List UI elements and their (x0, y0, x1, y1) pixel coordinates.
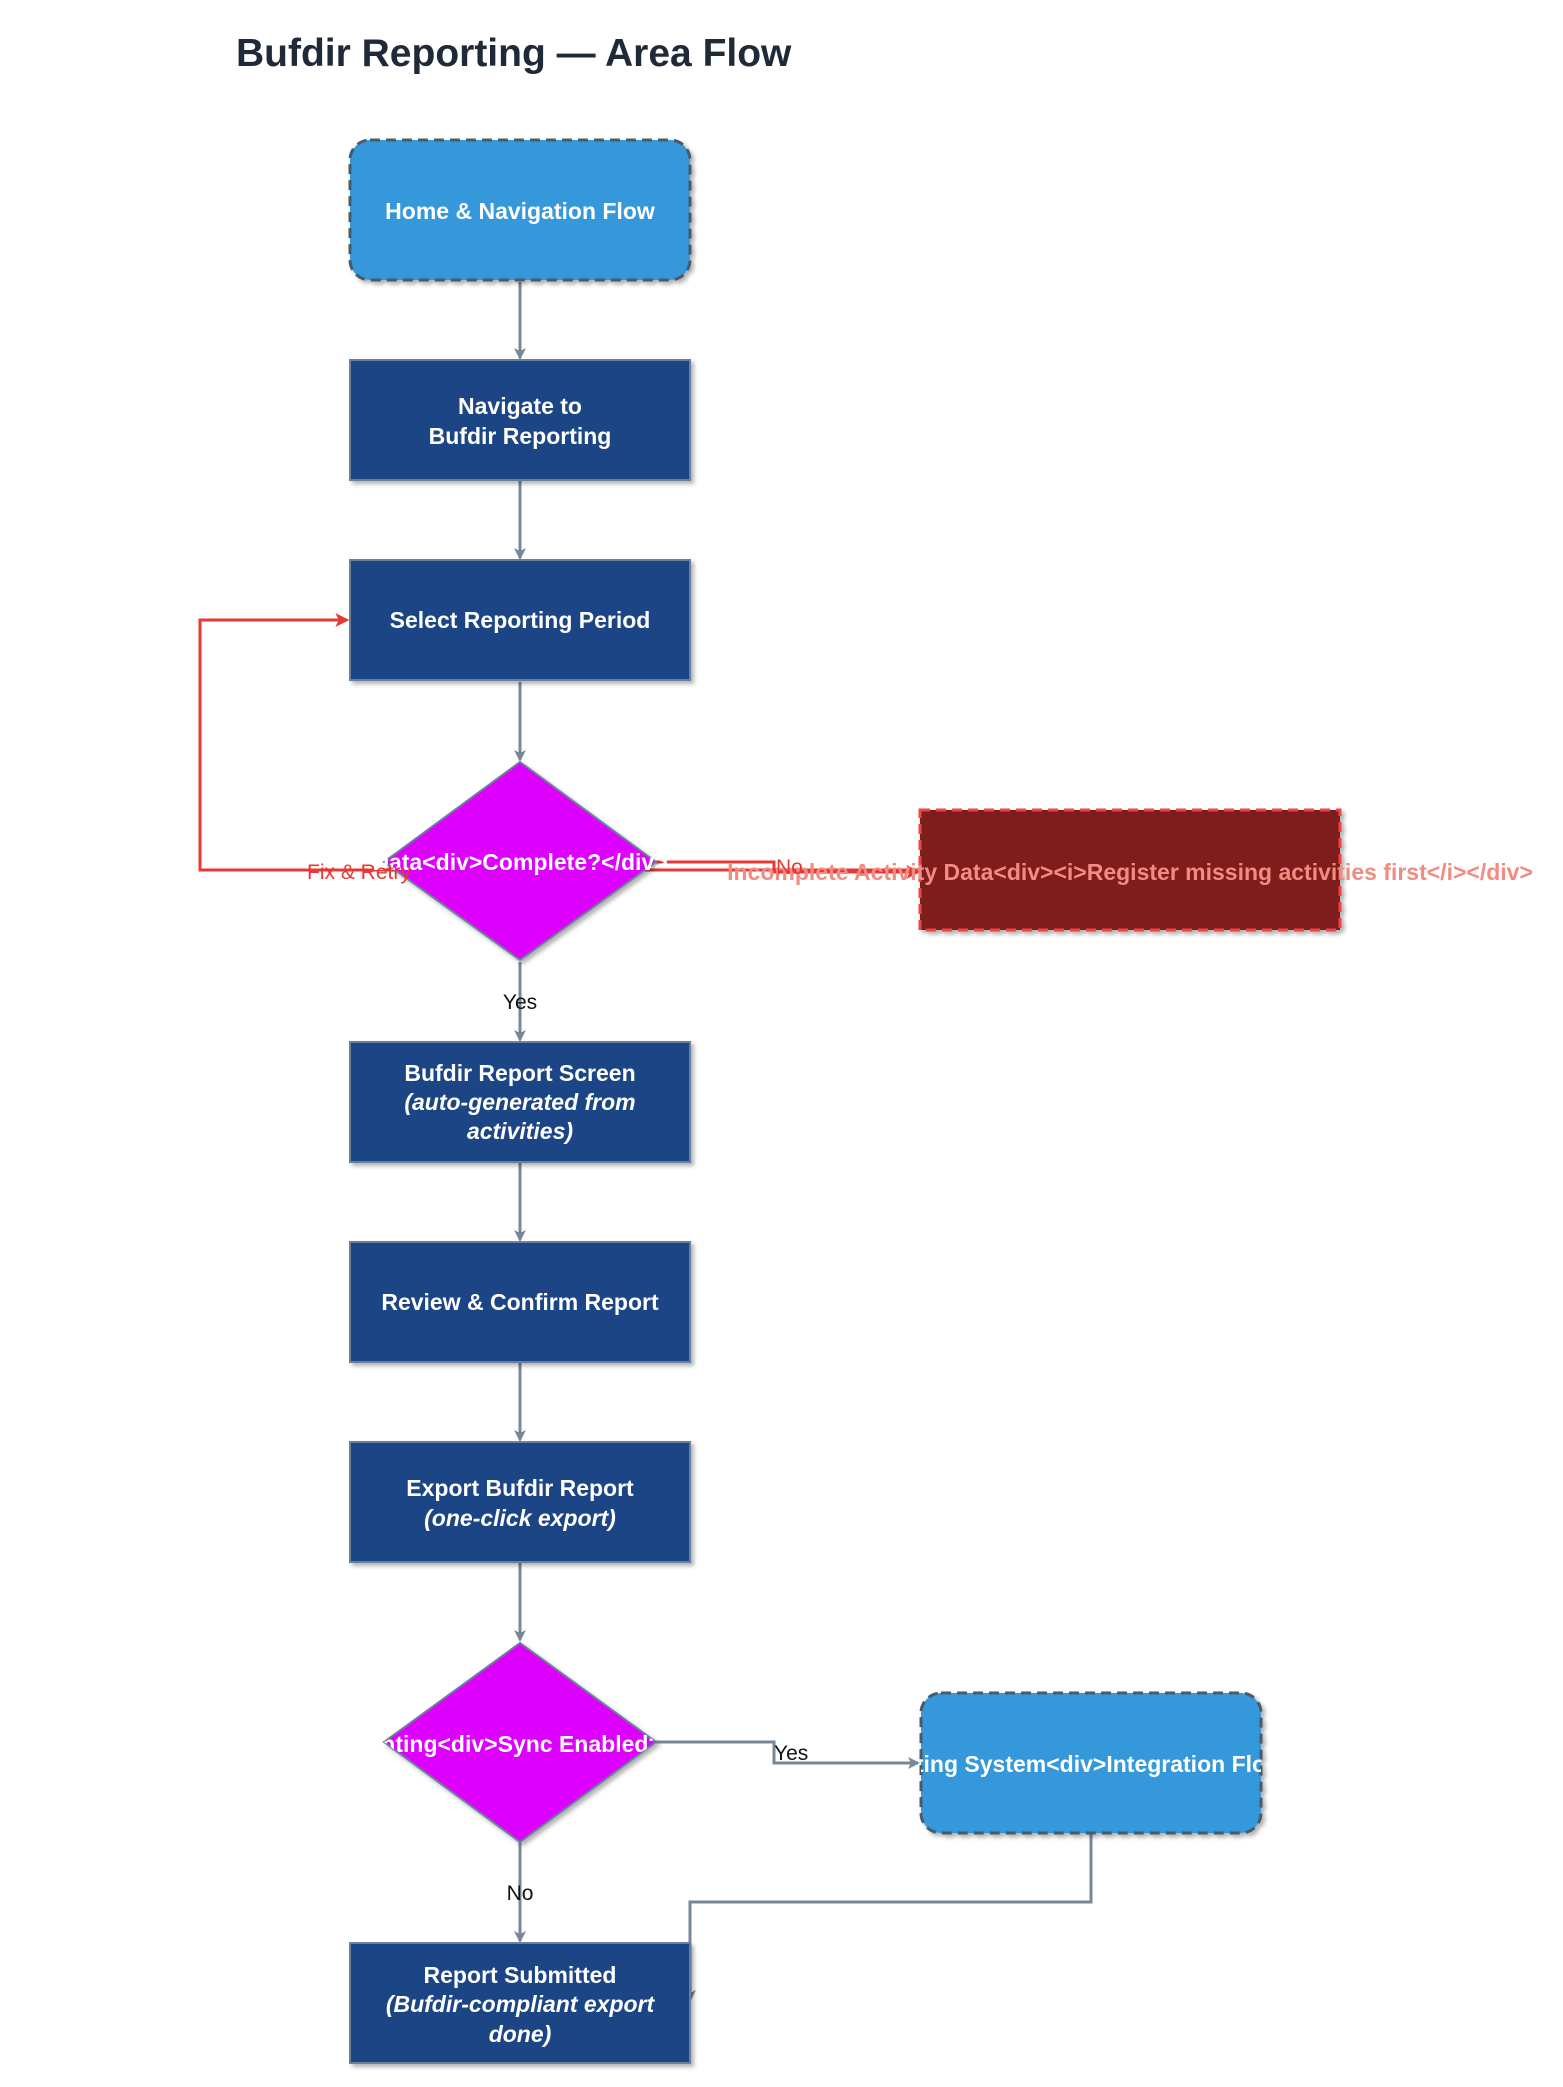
node-navigate-line1: Navigate to (458, 393, 582, 419)
node-review-confirm-label: Review & Confirm Report (381, 1289, 659, 1315)
node-export-line1: Export Bufdir Report (406, 1475, 634, 1501)
node-report-screen-line2: (auto-generated from (404, 1089, 635, 1115)
node-accounting-sync-decision[interactable]: Accounting<div>Sync Enabled?</div> (311, 1641, 729, 1844)
node-accounting-sync-label: Accounting<div>Sync Enabled?</div> (311, 1731, 729, 1757)
edge-integration-to-submitted (684, 1833, 1093, 2002)
node-bufdir-report-screen[interactable]: Bufdir Report Screen (auto-generated fro… (349, 1041, 691, 1163)
node-review-confirm-report[interactable]: Review & Confirm Report (349, 1241, 691, 1363)
node-report-submitted-line1: Report Submitted (424, 1962, 617, 1988)
node-report-screen-line1: Bufdir Report Screen (404, 1060, 635, 1086)
edge-sync-yes-to-integration (656, 1740, 920, 1769)
node-accounting-integration-label: Accounting System<div>Integration Flow</… (832, 1751, 1351, 1777)
edge-decision-no-to-incomplete (656, 860, 921, 879)
node-report-submitted[interactable]: Report Submitted (Bufdir-compliant expor… (349, 1942, 691, 2064)
node-select-reporting-period-label: Select Reporting Period (390, 607, 651, 633)
edge-label-fix-retry: Fix & Retry (307, 861, 411, 884)
node-export-line2: (one-click export) (424, 1505, 616, 1531)
node-report-screen-line3: activities) (467, 1118, 573, 1144)
node-accounting-integration-flow[interactable]: Accounting System<div>Integration Flow</… (832, 1691, 1351, 1835)
page-title: Bufdir Reporting — Area Flow (236, 32, 792, 75)
edge-label-no-incomplete: No (776, 856, 803, 879)
node-incomplete-activity-data-label: Incomplete Activity Data<div><i>Register… (727, 859, 1533, 885)
node-data-complete-decision[interactable]: Data<div>Complete?</div> (372, 760, 668, 962)
node-navigate-bufdir[interactable]: Navigate to Bufdir Reporting (349, 359, 691, 481)
nodes: Home & Navigation Flow Navigate to Bufdi… (311, 138, 1533, 2064)
node-data-complete-label: Data<div>Complete?</div> (372, 849, 667, 875)
node-select-reporting-period[interactable]: Select Reporting Period (349, 559, 691, 681)
node-report-submitted-line2: (Bufdir-compliant export (386, 1991, 656, 2017)
node-export-bufdir-report[interactable]: Export Bufdir Report (one-click export) (349, 1441, 691, 1563)
node-home-navigation-flow[interactable]: Home & Navigation Flow (348, 138, 692, 282)
node-home-navigation-flow-label: Home & Navigation Flow (385, 198, 655, 224)
edge-labels: Fix & Retry No Yes Yes No (307, 856, 808, 1905)
node-incomplete-activity-data[interactable]: Incomplete Activity Data<div><i>Register… (727, 808, 1533, 932)
node-navigate-line2: Bufdir Reporting (429, 423, 612, 449)
edge-label-yes-sync: Yes (774, 1742, 808, 1765)
edge-label-yes-complete: Yes (503, 991, 537, 1014)
edge-label-no-sync: No (507, 1882, 534, 1905)
node-report-submitted-line3: done) (489, 2021, 552, 2047)
